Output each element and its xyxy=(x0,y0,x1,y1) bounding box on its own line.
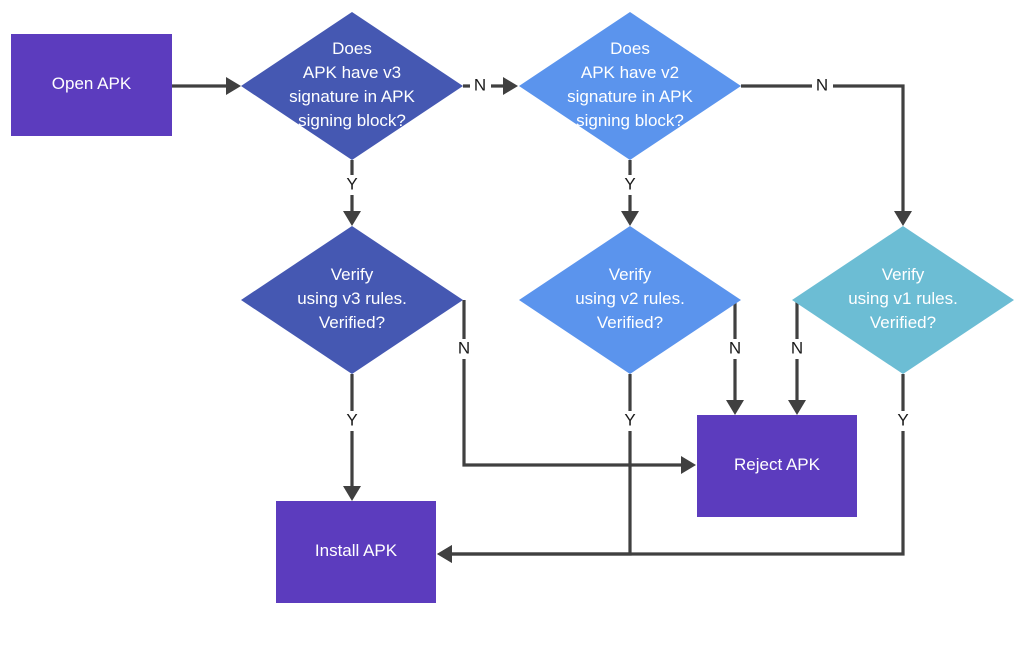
edge-verify-v3-no-to-reject-apk-label: N xyxy=(458,338,470,357)
edge-has-v2-yes-to-verify-v2-label: Y xyxy=(624,174,635,193)
edge-has-v2-no-to-verify-v1-label: N xyxy=(816,75,828,94)
edge-has-v2-no-to-verify-v1-arrowhead xyxy=(894,211,912,226)
reject-apk-node[interactable]: Reject APK xyxy=(697,415,857,517)
edge-verify-v3-yes-to-install-apk-label: Y xyxy=(346,410,357,429)
edge-has-v2-yes-to-verify-v2-arrowhead xyxy=(621,211,639,226)
edge-verify-v3-yes-to-install-apk xyxy=(343,374,361,501)
edge-verify-v1-no-to-reject-apk xyxy=(788,300,806,415)
edge-verify-v3-no-to-reject-apk xyxy=(462,300,696,474)
edge-has-v3-yes-to-verify-v3-arrowhead xyxy=(343,211,361,226)
decision-verify-v1-rules-shape[interactable] xyxy=(792,226,1014,374)
decision-has-v3-signature-shape[interactable] xyxy=(241,12,463,160)
edge-verify-v2-yes-to-install-apk-label: Y xyxy=(624,410,635,429)
edge-verify-v1-yes-to-install-apk-label: Y xyxy=(897,410,908,429)
edge-open-apk-to-has-v3 xyxy=(172,77,241,95)
edge-has-v3-no-to-has-v2-arrowhead xyxy=(503,77,518,95)
decision-verify-v2-rules-shape[interactable] xyxy=(519,226,741,374)
edge-has-v2-yes-to-verify-v2 xyxy=(621,160,639,226)
open-apk-node-shape[interactable] xyxy=(11,34,172,136)
reject-apk-node-shape[interactable] xyxy=(697,415,857,517)
edge-has-v3-no-to-has-v2 xyxy=(463,77,518,95)
edge-verify-v2-no-to-reject-apk-label: N xyxy=(729,338,741,357)
edge-has-v3-yes-to-verify-v3-label: Y xyxy=(346,174,357,193)
edge-verify-v3-no-to-reject-apk-arrowhead xyxy=(681,456,696,474)
edge-verify-v3-no-to-reject-apk-line xyxy=(462,300,690,467)
edge-has-v2-no-to-verify-v1 xyxy=(741,84,912,226)
edge-verify-v2-no-to-reject-apk xyxy=(726,300,744,415)
edge-verify-v1-yes-to-install-apk xyxy=(437,374,905,563)
edge-verify-v3-yes-to-install-apk-arrowhead xyxy=(343,486,361,501)
install-apk-node[interactable]: Install APK xyxy=(276,501,436,603)
install-apk-node-shape[interactable] xyxy=(276,501,436,603)
edge-verify-v1-yes-to-install-apk-arrowhead xyxy=(437,545,452,563)
edge-verify-v2-no-to-reject-apk-arrowhead xyxy=(726,400,744,415)
edge-has-v3-no-to-has-v2-label: N xyxy=(474,75,486,94)
edge-verify-v1-yes-to-install-apk-line xyxy=(443,374,905,556)
open-apk-node[interactable]: Open APK xyxy=(11,34,172,136)
edge-verify-v1-no-to-reject-apk-label: N xyxy=(791,338,803,357)
decision-has-v2-signature-shape[interactable] xyxy=(519,12,741,160)
edge-open-apk-to-has-v3-arrowhead xyxy=(226,77,241,95)
edge-verify-v1-no-to-reject-apk-arrowhead xyxy=(788,400,806,415)
edges-layer xyxy=(172,77,912,563)
decision-verify-v3-rules-shape[interactable] xyxy=(241,226,463,374)
edge-has-v3-yes-to-verify-v3 xyxy=(343,160,361,226)
edge-verify-v2-yes-to-install-apk xyxy=(437,374,632,563)
edge-has-v2-no-to-verify-v1-line xyxy=(741,84,905,220)
